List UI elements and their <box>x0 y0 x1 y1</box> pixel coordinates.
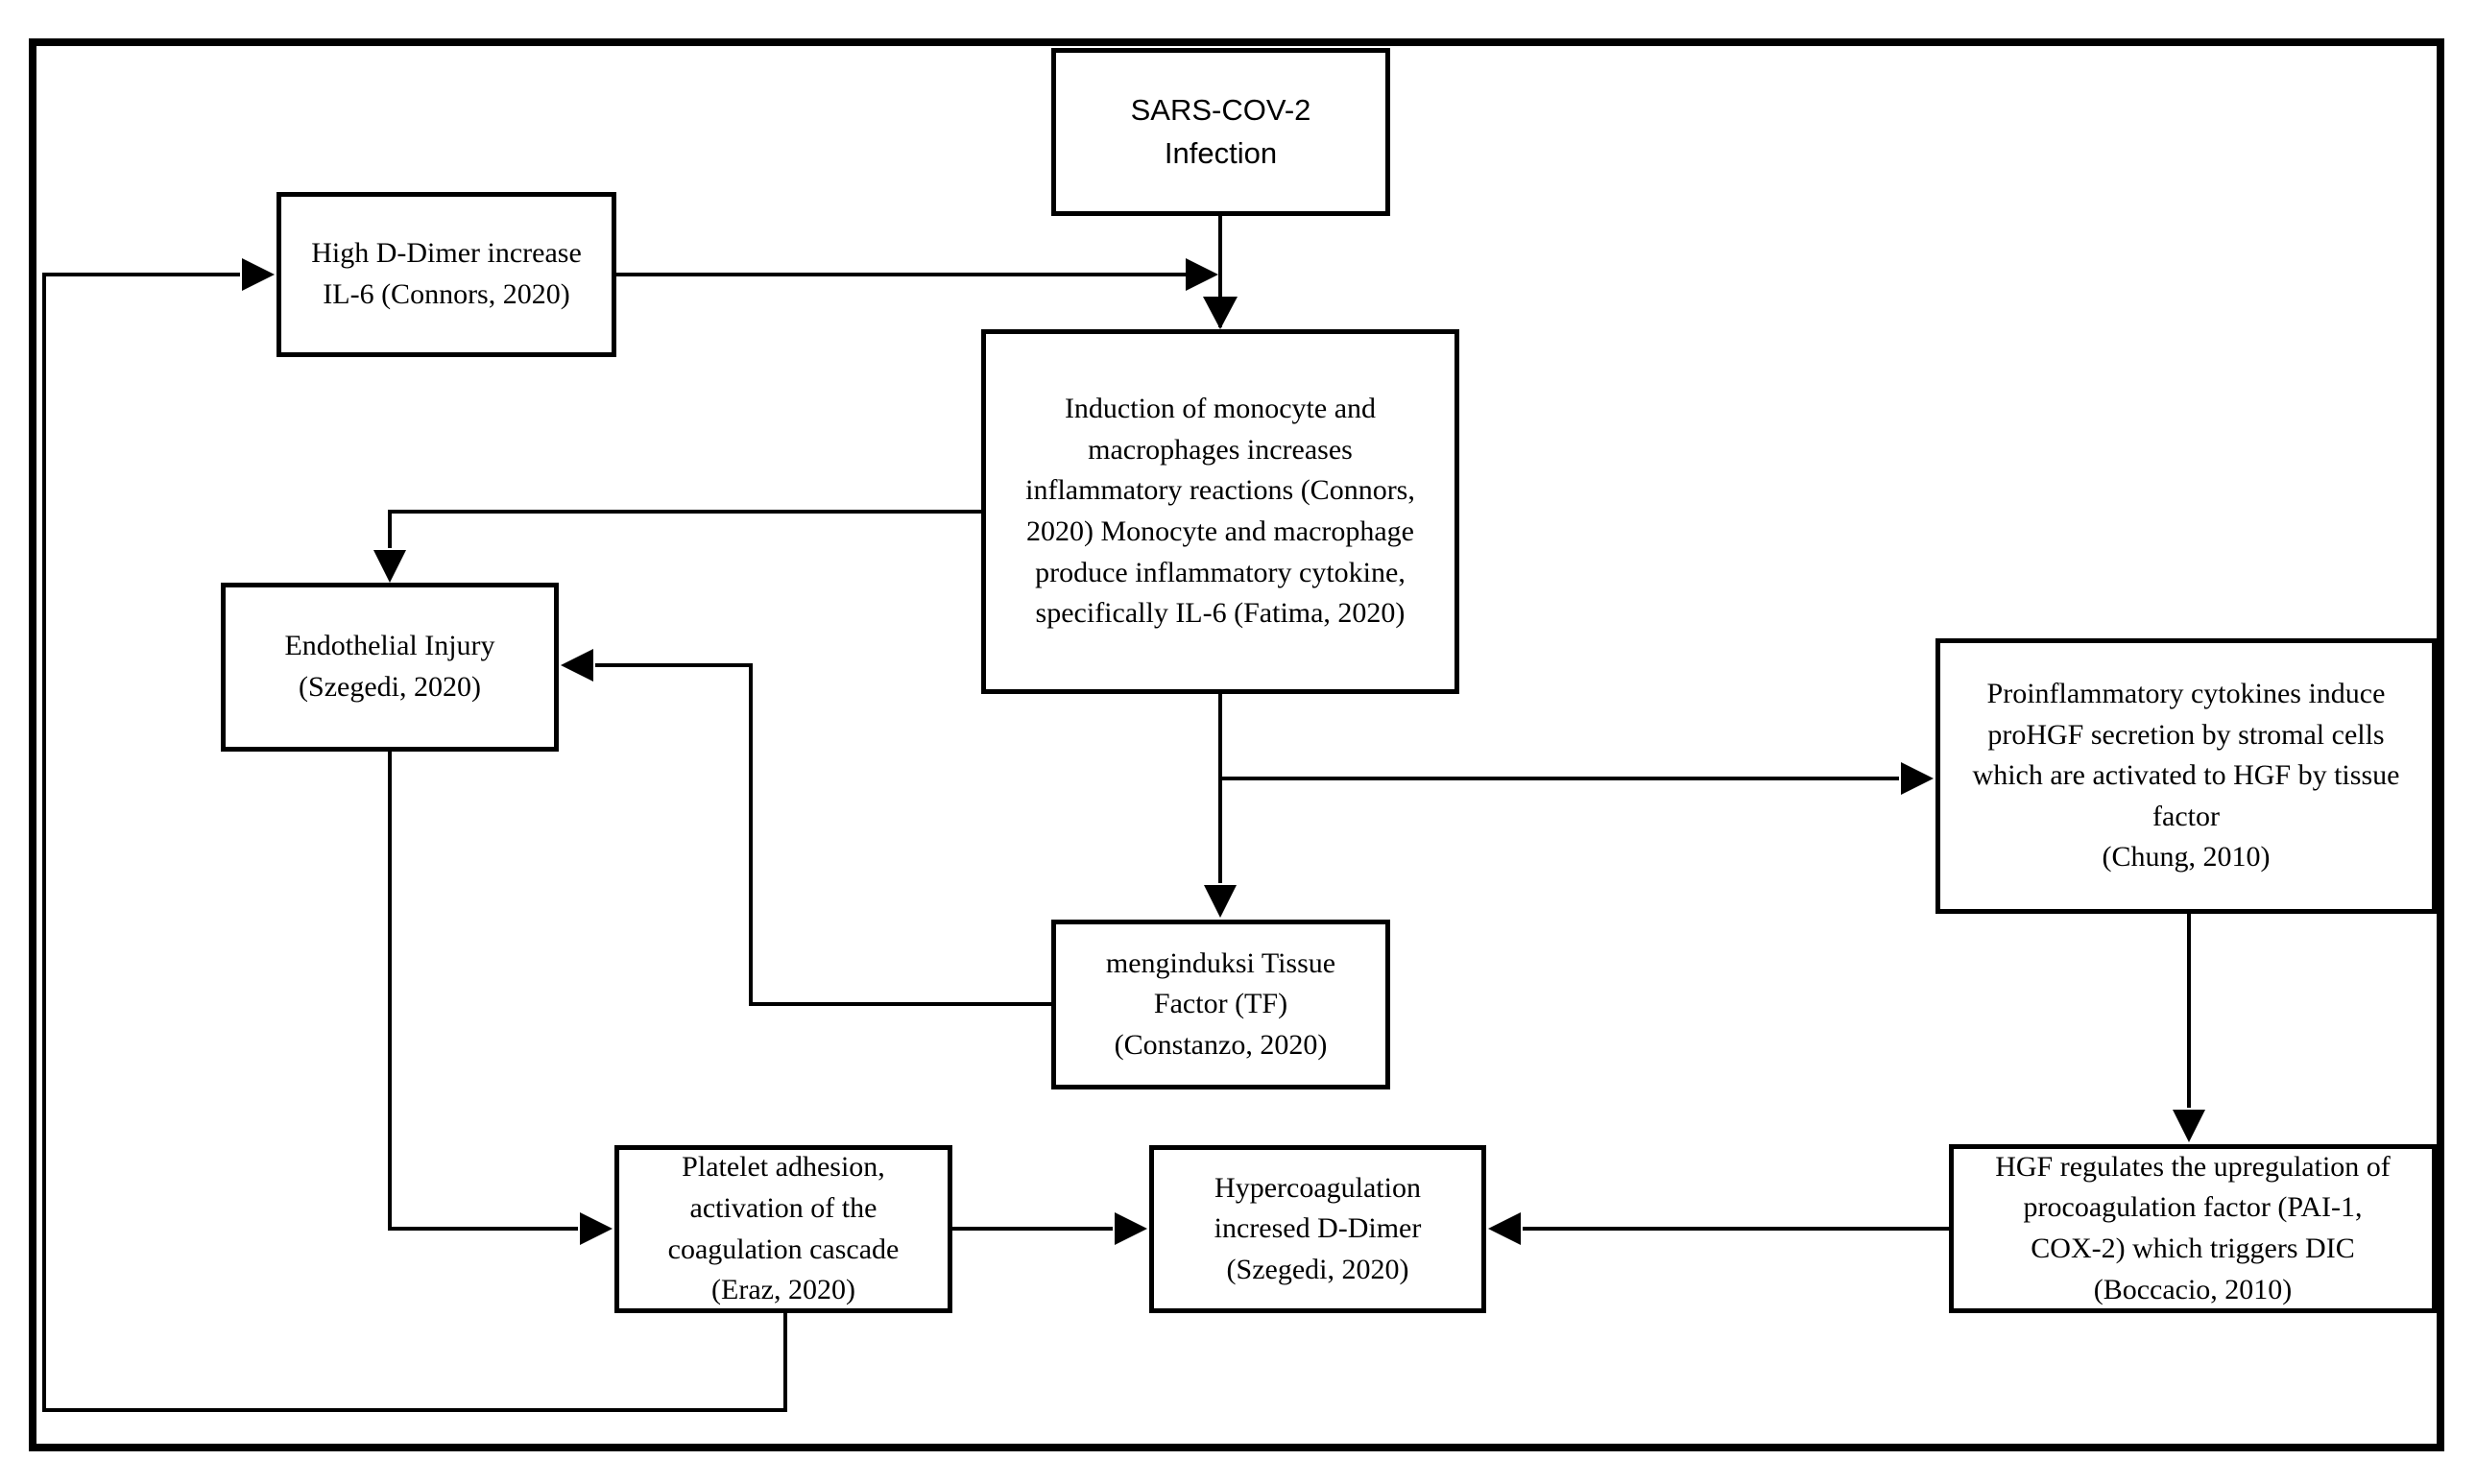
edge-endothelial-to-platelet <box>388 751 578 1231</box>
arrowhead-left-hyper-right <box>1488 1212 1521 1245</box>
node-tissue-factor: menginduksi Tissue Factor (TF) (Constanz… <box>1051 920 1390 1089</box>
node-hgf-procoagulation: HGF regulates the upregulation of procoa… <box>1949 1144 2437 1313</box>
node-high-d-dimer: High D-Dimer increase IL-6 (Connors, 202… <box>276 192 616 357</box>
node-endothelial-injury: Endothelial Injury (Szegedi, 2020) <box>221 583 559 752</box>
arrowhead-left-endothelial-right <box>561 649 593 682</box>
arrowhead-right-hyper-left <box>1115 1212 1147 1245</box>
edge-platelet-feedback-to-ddimer <box>42 273 787 1412</box>
arrowhead-right-junction <box>1186 258 1218 291</box>
node-platelet-adhesion: Platelet adhesion, activation of the coa… <box>614 1145 952 1313</box>
arrowhead-down-endothelial-top <box>373 550 406 583</box>
arrowhead-right-proinflammatory-left <box>1901 762 1934 795</box>
flowchart-outer-frame <box>29 38 2444 1451</box>
arrowhead-right-ddimer-left <box>242 258 275 291</box>
edge-induction-to-endothelial <box>388 510 981 548</box>
node-hypercoagulation: Hypercoagulation incresed D-Dimer (Szege… <box>1149 1145 1486 1313</box>
node-proinflammatory-cytokines: Proinflammatory cytokines induce proHGF … <box>1935 638 2437 914</box>
arrowhead-down-induction-top <box>1203 297 1238 329</box>
edge-tf-to-endothelial <box>595 663 1051 1006</box>
node-sars-cov-2-infection: SARS-COV-2 Infection <box>1051 48 1390 216</box>
arrowhead-right-platelet-left <box>580 1212 613 1245</box>
node-monocyte-induction: Induction of monocyte and macrophages in… <box>981 329 1459 694</box>
arrowhead-down-tf-top <box>1204 885 1237 918</box>
arrowhead-down-hgf-top <box>2173 1110 2205 1142</box>
